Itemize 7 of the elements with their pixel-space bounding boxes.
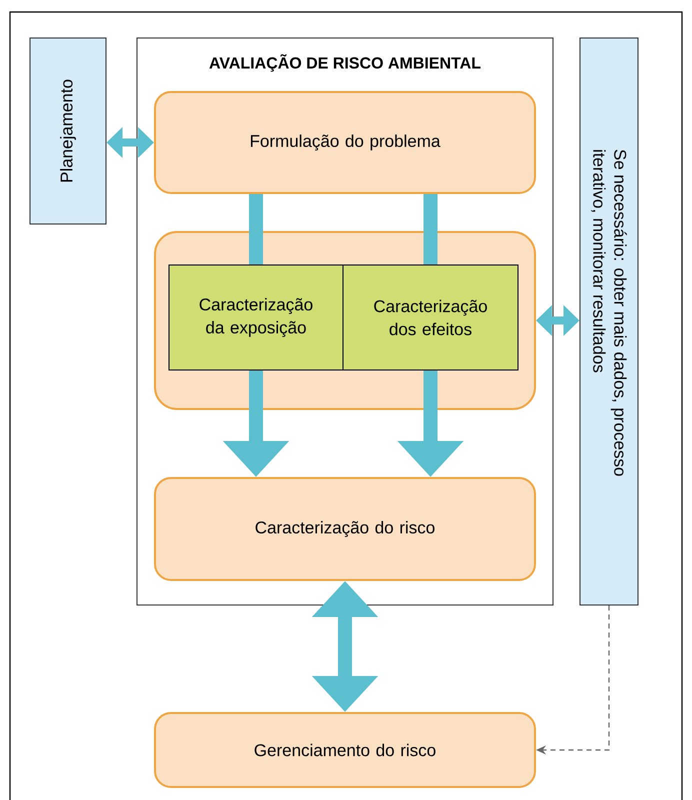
side-box: Se necessário: obter mais dados, processo iterativo, monitorar resultados (580, 38, 638, 606)
process-box: Formulação do problema (154, 91, 536, 194)
side-box: Planejamento (30, 38, 106, 224)
process-box: Caracterização dos efeitos (342, 264, 518, 370)
process-box: Caracterização do risco (154, 477, 536, 581)
process-box: Caracterização da exposição (168, 264, 344, 370)
process-box: Gerenciamento do risco (154, 712, 536, 788)
